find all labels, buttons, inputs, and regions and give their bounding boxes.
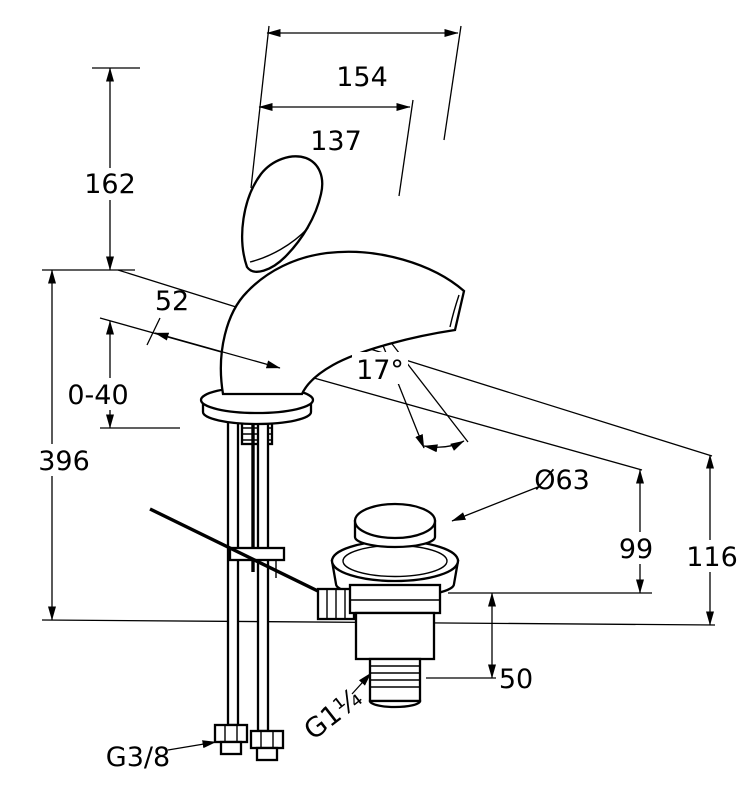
dim-label-height-99: 99 (619, 534, 653, 565)
dim-label-height-116: 116 (686, 542, 738, 573)
supply-hoses (149, 402, 325, 762)
spout-aerator-line (449, 294, 460, 328)
waste-cap (353, 502, 437, 540)
hose-nut-left (213, 723, 249, 744)
hose-end-left (219, 740, 243, 756)
waste-side-port-flats (326, 589, 346, 619)
dim-label-supply-thread: G3/8 (106, 742, 170, 773)
leader-waste-thread (351, 672, 372, 695)
hose-nut-right (249, 729, 285, 750)
stream-angle-arc (423, 440, 465, 453)
dim-label-spout-height: 162 (84, 169, 136, 200)
dim-label-deck-thickness: 0-40 (67, 380, 128, 411)
dim-label-stream-angle: 17° (356, 355, 404, 386)
pop-up-rod-horizontal (149, 507, 325, 596)
dim-label-tail-length: 50 (499, 664, 533, 695)
extension-154-right (443, 25, 462, 141)
projection-line-upper (117, 269, 713, 457)
dim-label-waste-thread: G1¼ (298, 682, 368, 746)
dim-line-52 (154, 332, 281, 369)
dimension-labels: 154 137 162 52 0-40 396 17° Ø63 99 116 5… (34, 62, 740, 773)
hose-nut-flats (224, 725, 274, 748)
dim-label-supply-length: 396 (38, 446, 90, 477)
faucet-lever (241, 155, 324, 273)
extension-52-left (146, 317, 161, 346)
waste-coupling-nut (348, 583, 442, 615)
supply-hose-left (226, 413, 240, 727)
dim-label-waste-diameter: Ø63 (534, 465, 590, 496)
tailpiece-threads (371, 665, 419, 688)
hose-end-right (255, 746, 279, 762)
waste-body (354, 611, 436, 661)
faucet-body (219, 250, 466, 396)
extension-137-right (398, 99, 414, 197)
pop-up-waste (316, 502, 460, 709)
supply-hose-right (256, 413, 270, 733)
tailpiece-bottom (368, 699, 422, 709)
dim-label-handle-projection: 52 (155, 286, 189, 317)
dim-label-spout-reach: 154 (336, 62, 388, 93)
leader-supply-thread (167, 740, 217, 751)
mounting-bracket (228, 546, 286, 562)
dim-label-aerator-reach: 137 (310, 126, 362, 157)
lever-accent-line (249, 227, 309, 263)
faucet-body-group (199, 155, 466, 426)
leader-waste-diameter (451, 486, 539, 522)
